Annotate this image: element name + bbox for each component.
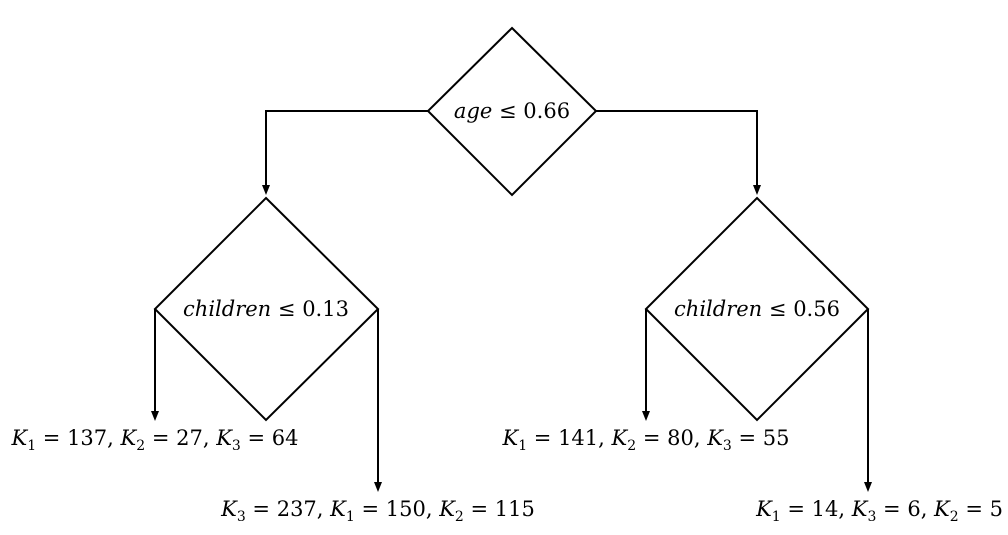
root-operator-gap [492, 99, 499, 123]
root-variable: age [454, 99, 492, 123]
right-leaf-left-subscript: 3 [723, 438, 732, 454]
right-leaf-left-value: 80 [667, 426, 694, 450]
right-leaf-right-subscript: 2 [950, 509, 959, 525]
left-leaf-left-separator: , [203, 426, 216, 450]
right-leaf-right-value: 6 [907, 497, 920, 521]
decision-label-right: children ≤ 0.56 [674, 297, 840, 321]
decision-diamond-left [153, 196, 380, 422]
decision-diamond-right [644, 196, 870, 422]
left-leaf-right-value: 115 [495, 497, 535, 521]
right-threshold: 0.56 [793, 297, 840, 321]
decision-diamond-root [426, 26, 598, 197]
left-leaf-left-subscript: 3 [232, 438, 241, 454]
left-leaf-right-separator: , [426, 497, 439, 521]
right-leaf-right-separator: , [838, 497, 851, 521]
leaf-left-right: K3 = 237, K1 = 150, K2 = 115 [220, 497, 535, 525]
right-leaf-right-subscript: 1 [772, 509, 781, 525]
right-leaf-right-equals: = [959, 497, 990, 521]
left-leaf-right-equals: = [464, 497, 495, 521]
right-leaf-right-separator: , [921, 497, 934, 521]
left-leaf-left-symbol: K [120, 426, 138, 450]
left-leaf-left-value: 64 [272, 426, 299, 450]
left-leaf-right-separator: , [317, 497, 330, 521]
right-leaf-right-value: 5 [990, 497, 1003, 521]
right-leaf-right-symbol: K [851, 497, 869, 521]
right-leaf-right-value: 14 [812, 497, 839, 521]
right-leaf-left-equals: = [527, 426, 558, 450]
decision-label-root: age ≤ 0.66 [454, 99, 570, 123]
right-leaf-right-symbol: K [933, 497, 951, 521]
edge-root-to-left [265, 110, 428, 185]
left-leaf-right-symbol: K [329, 497, 347, 521]
left-leaf-left-equals: = [36, 426, 67, 450]
right-operator: ≤ [769, 297, 787, 321]
arrowhead-root-to-left [262, 185, 270, 195]
left-leaf-left-equals: = [241, 426, 272, 450]
left-leaf-left-symbol: K [10, 426, 28, 450]
left-leaf-right-equals: = [355, 497, 386, 521]
root-operator: ≤ [499, 99, 517, 123]
decision-node-left: children ≤ 0.13 [153, 196, 380, 422]
left-leaf-right-equals: = [246, 497, 277, 521]
decision-node-right: children ≤ 0.56 [644, 196, 870, 422]
leaf-right-left: K1 = 141, K2 = 80, K3 = 55 [501, 426, 789, 454]
arrowhead-right-to-leaf-left [642, 411, 650, 421]
root-threshold: 0.66 [523, 99, 570, 123]
left-operator: ≤ [278, 297, 296, 321]
right-leaf-left-value: 141 [558, 426, 598, 450]
decision-node-root: age ≤ 0.66 [426, 26, 598, 197]
left-leaf-right-symbol: K [438, 497, 456, 521]
left-leaf-right-value: 237 [277, 497, 317, 521]
right-leaf-left-symbol: K [706, 426, 724, 450]
left-variable: children [183, 297, 271, 321]
right-leaf-left-symbol: K [611, 426, 629, 450]
arrowhead-root-to-right [753, 185, 761, 195]
decision-label-left: children ≤ 0.13 [183, 297, 349, 321]
right-leaf-left-value: 55 [763, 426, 790, 450]
left-leaf-left-separator: , [107, 426, 120, 450]
right-leaf-right-equals: = [876, 497, 907, 521]
left-leaf-left-symbol: K [215, 426, 233, 450]
left-leaf-left-subscript: 1 [27, 438, 36, 454]
right-leaf-left-separator: , [694, 426, 707, 450]
arrowhead-left-to-leaf-right [374, 482, 382, 492]
left-threshold: 0.13 [302, 297, 349, 321]
left-leaf-right-subscript: 2 [455, 509, 464, 525]
left-leaf-left-value: 137 [67, 426, 107, 450]
right-leaf-left-equals: = [732, 426, 763, 450]
right-leaf-right-equals: = [781, 497, 812, 521]
right-leaf-left-subscript: 1 [518, 438, 527, 454]
left-leaf-right-symbol: K [220, 497, 238, 521]
right-variable: children [674, 297, 762, 321]
arrowhead-right-to-leaf-right [864, 482, 872, 492]
leaf-left-left: K1 = 137, K2 = 27, K3 = 64 [10, 426, 298, 454]
left-leaf-right-subscript: 1 [346, 509, 355, 525]
right-leaf-right-symbol: K [755, 497, 773, 521]
right-leaf-left-subscript: 2 [627, 438, 636, 454]
right-leaf-left-separator: , [598, 426, 611, 450]
right-leaf-right-subscript: 3 [867, 509, 876, 525]
right-leaf-left-equals: = [636, 426, 667, 450]
left-leaf-left-equals: = [145, 426, 176, 450]
edge-root-to-right [596, 110, 758, 185]
arrowhead-left-to-leaf-left [151, 411, 159, 421]
left-leaf-left-value: 27 [176, 426, 203, 450]
edges [151, 110, 872, 492]
right-leaf-left-symbol: K [501, 426, 519, 450]
left-leaf-right-value: 150 [386, 497, 426, 521]
left-leaf-right-subscript: 3 [237, 509, 246, 525]
left-leaf-left-subscript: 2 [136, 438, 145, 454]
leaf-right-right: K1 = 14, K3 = 6, K2 = 5 [755, 497, 1003, 525]
